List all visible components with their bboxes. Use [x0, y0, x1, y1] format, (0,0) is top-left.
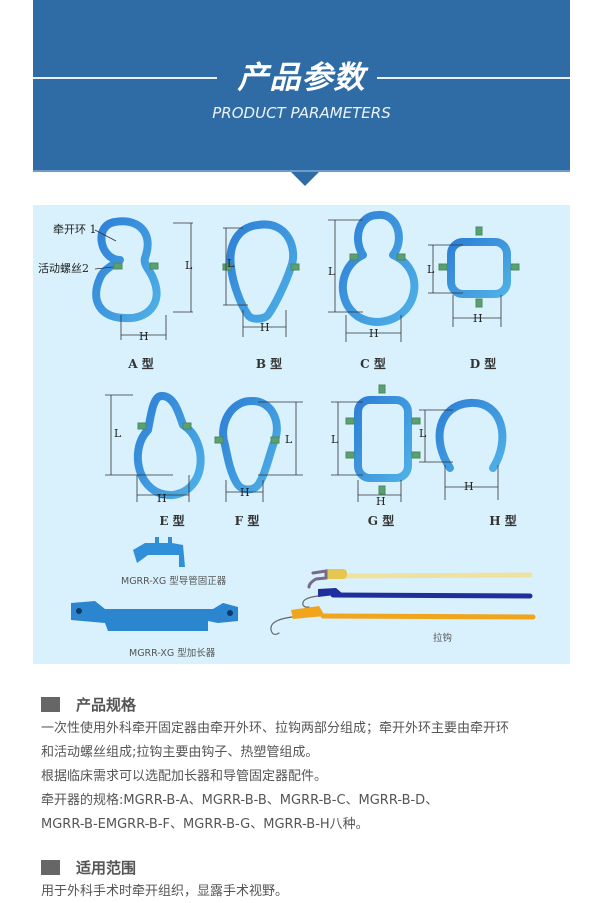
caption-type-e: E 型: [159, 514, 185, 528]
dim-l-e: L: [114, 427, 122, 440]
header-banner: 产品参数 PRODUCT PARAMETERS: [33, 0, 570, 172]
section-specifications: 产品规格 一次性使用外科牵开固定器由牵开外环、拉钩两部分组成；牵开外环主要由牵开…: [41, 693, 509, 837]
catheter-fixator-image: [133, 537, 185, 567]
header-pointer-arrow: [291, 172, 319, 186]
dim-l-a: L: [185, 259, 193, 272]
text-line: MGRR-B-EMGRR-B-F、MGRR-B-G、MGRR-B-H八种。: [41, 817, 369, 832]
extender-image: [71, 601, 238, 631]
text-line: 根据临床需求可以选配加长器和导管固定器配件。: [41, 769, 328, 784]
scope-text: 用于外科手术时牵开组织，显露手术视野。: [41, 880, 288, 903]
caption-retractor-hook: 拉钩: [433, 633, 453, 644]
header-divider-right: [377, 77, 570, 79]
header-divider-left: [33, 77, 217, 79]
caption-type-d: D 型: [469, 357, 497, 371]
dim-h-e: H: [157, 492, 167, 505]
dim-l-d: L: [427, 263, 435, 276]
dim-h-g: H: [376, 495, 386, 508]
screw-label: 活动螺丝2: [38, 262, 89, 275]
dim-l-b: L: [227, 257, 235, 270]
section-title: 适用范围: [76, 858, 137, 877]
dim-h-a: H: [139, 330, 149, 343]
retractor-shapes-illustration: [71, 211, 536, 636]
type-e-ring: [133, 392, 205, 499]
caption-extender: MGRR-XG 型加长器: [129, 648, 216, 659]
dim-l-f: L: [285, 433, 293, 446]
text-line: 牵开器的规格:MGRR-B-A、MGRR-B-B、MGRR-B-C、MGRR-B…: [41, 793, 439, 808]
caption-type-g: G 型: [367, 514, 395, 528]
type-a-ring: [92, 217, 161, 323]
type-g-ring: [354, 396, 412, 482]
text-line: 和活动螺丝组成;拉钩主要由钩子、热塑管组成。: [41, 745, 319, 760]
caption-type-a: A 型: [128, 357, 154, 371]
type-b-ring: [226, 220, 298, 323]
section-scope: 适用范围 用于外科手术时牵开组织，显露手术视野。: [41, 856, 288, 903]
square-bullet-icon: [41, 696, 60, 712]
dim-h-h: H: [464, 480, 474, 493]
caption-catheter-fixator: MGRR-XG 型导管固正器: [121, 576, 227, 587]
dim-h-f: H: [240, 486, 250, 499]
dim-l-c: L: [328, 265, 336, 278]
product-diagram-panel: 牵开环 1 活动螺丝2 L H L H L H L H L H L H L H …: [33, 205, 570, 664]
section-heading-specifications: 产品规格: [41, 693, 509, 715]
caption-type-h: H 型: [489, 514, 517, 528]
caption-type-f: F 型: [234, 514, 260, 528]
text-line: 用于外科手术时牵开组织，显露手术视野。: [41, 884, 289, 899]
caption-type-c: C 型: [360, 357, 386, 371]
dim-l-h: L: [419, 427, 427, 440]
square-bullet-icon: [41, 859, 60, 875]
caption-type-b: B 型: [255, 357, 283, 371]
dim-h-d: H: [473, 312, 483, 325]
type-d-ring: [447, 238, 511, 298]
type-f-ring: [219, 397, 281, 494]
dim-h-b: H: [260, 321, 270, 334]
page-subtitle: PRODUCT PARAMETERS: [212, 104, 391, 122]
dim-h-c: H: [369, 327, 379, 340]
type-h-ring: [435, 398, 507, 472]
section-title: 产品规格: [76, 695, 137, 714]
text-line: 一次性使用外科牵开固定器由牵开外环、拉钩两部分组成；牵开外环主要由牵开环: [41, 721, 510, 736]
section-heading-scope: 适用范围: [41, 856, 288, 878]
page-title: 产品参数: [237, 60, 366, 96]
retractor-hook-images: [270, 569, 536, 636]
ring-label: 牵开环 1: [53, 223, 97, 236]
dim-l-g: L: [331, 433, 339, 446]
specifications-text: 一次性使用外科牵开固定器由牵开外环、拉钩两部分组成；牵开外环主要由牵开环 和活动…: [41, 717, 509, 837]
type-c-ring: [338, 211, 419, 326]
